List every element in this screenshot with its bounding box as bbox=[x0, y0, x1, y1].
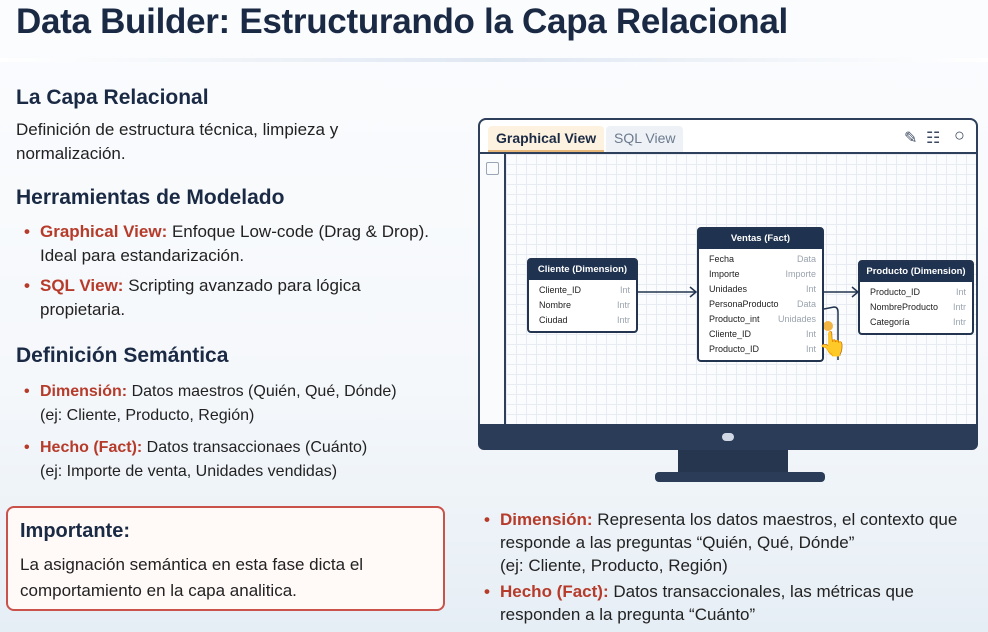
list-item: Graphical View: Enfoque Low-code (Drag &… bbox=[16, 220, 446, 268]
column-name: Unidades bbox=[709, 284, 748, 294]
column-name: Categoría bbox=[870, 317, 910, 327]
column-name: PersonaProducto bbox=[709, 299, 779, 309]
item-text: Enfoque Low-code (Drag & Drop). Ideal pa… bbox=[40, 222, 429, 265]
section-heading: Definición Semántica bbox=[16, 344, 229, 367]
table-row[interactable]: Cliente_ID Int bbox=[529, 283, 636, 298]
list-item: Dimensión: Datos maestros (Quién, Qué, D… bbox=[16, 380, 456, 428]
column-name: NombreProducto bbox=[870, 302, 939, 312]
list-item: Hecho (Fact): Datos transaccionaes (Cuán… bbox=[16, 436, 456, 484]
section-text: Definición de estructura técnica, limpie… bbox=[16, 120, 339, 163]
item-sub: (ej: Importe de venta, Unidades vendidas… bbox=[40, 463, 338, 480]
title-divider bbox=[0, 58, 988, 62]
column-name: Fecha bbox=[709, 254, 735, 264]
item-text: Scripting avanzado para lógica propietar… bbox=[40, 276, 361, 319]
item-sub: (ej: Cliente, Producto, Región) bbox=[500, 556, 728, 575]
list-item: Hecho (Fact): Datos transaccionales, las… bbox=[476, 580, 966, 626]
column-name: Ciudad bbox=[539, 315, 568, 325]
item-sub: (ej: Cliente, Producto, Región) bbox=[40, 407, 255, 424]
table-row[interactable]: Cliente_ID Int bbox=[699, 327, 822, 342]
monitor-base bbox=[655, 472, 825, 482]
checkbox[interactable] bbox=[486, 162, 499, 175]
monitor-indicator bbox=[722, 433, 734, 441]
table-row[interactable]: Ciudad Intr bbox=[529, 313, 636, 328]
table-row[interactable]: NombreProducto Intr bbox=[860, 300, 972, 315]
item-text: Datos maestros (Quién, Qué, Dónde) bbox=[127, 383, 397, 400]
monitor-stand bbox=[678, 450, 788, 474]
column-type: Int bbox=[955, 287, 966, 297]
hand-cursor-icon: 👆 bbox=[818, 331, 848, 358]
item-label: Dimensión: bbox=[40, 383, 128, 400]
table-row[interactable]: Fecha Data bbox=[699, 252, 822, 267]
item-label: Hecho (Fact): bbox=[40, 439, 143, 456]
column-type: Importe bbox=[785, 269, 816, 279]
tab-graphical-view[interactable]: Graphical View bbox=[488, 126, 605, 152]
column-type: Int bbox=[805, 329, 816, 339]
column-type: Intr bbox=[616, 300, 630, 310]
important-callout: Importante: La asignación semántica en e… bbox=[6, 506, 445, 611]
list-item: SQL View: Scripting avanzado para lógica… bbox=[16, 274, 436, 322]
table-row[interactable]: Producto_ID Int bbox=[699, 342, 822, 357]
item-label: Dimensión: bbox=[500, 510, 593, 529]
column-type: Int bbox=[619, 285, 630, 295]
column-name: Cliente_ID bbox=[709, 329, 752, 339]
column-type: Unidades bbox=[777, 314, 816, 324]
column-name: Producto_ID bbox=[709, 344, 760, 354]
column-type: Data bbox=[796, 299, 816, 309]
sidebar bbox=[480, 154, 506, 426]
callout-text: La asignación semántica en esta fase dic… bbox=[20, 555, 364, 600]
pencil-icon[interactable]: ✎ bbox=[904, 130, 918, 147]
item-text: Datos transaccionales, las métricas que … bbox=[500, 582, 914, 624]
table-row[interactable]: Producto_ID Int bbox=[860, 285, 972, 300]
item-label: Hecho (Fact): bbox=[500, 582, 609, 601]
column-name: Cliente_ID bbox=[539, 285, 582, 295]
column-name: Nombre bbox=[539, 300, 572, 310]
column-name: Producto_int bbox=[709, 314, 760, 324]
circle-icon[interactable]: ○ bbox=[954, 125, 965, 145]
table-row[interactable]: PersonaProducto Data bbox=[699, 297, 822, 312]
item-label: Graphical View: bbox=[40, 222, 168, 241]
column-type: Intr bbox=[952, 317, 966, 327]
table-header: Producto (Dimension) bbox=[860, 262, 972, 282]
table-row[interactable]: Unidades Int bbox=[699, 282, 822, 297]
section-heading: Herramientas de Modelado bbox=[16, 186, 285, 209]
list-item: Dimensión: Representa los datos maestros… bbox=[476, 508, 976, 577]
column-type: Intr bbox=[616, 315, 630, 325]
table-row[interactable]: Importe Importe bbox=[699, 267, 822, 282]
tab-sql-view[interactable]: SQL View bbox=[606, 126, 684, 152]
section-heading: La Capa Relacional bbox=[16, 86, 209, 109]
list-icon[interactable]: ☷ bbox=[926, 130, 941, 147]
table-row[interactable]: Categoría Intr bbox=[860, 315, 972, 330]
callout-heading: Importante: bbox=[20, 520, 130, 542]
item-text: Representa los datos maestros, el contex… bbox=[500, 510, 958, 552]
toolbar-divider bbox=[480, 152, 976, 154]
page-title: Data Builder: Estructurando la Capa Rela… bbox=[16, 2, 788, 41]
table-row[interactable]: Producto_int Unidades bbox=[699, 312, 822, 327]
column-type: Int bbox=[805, 284, 816, 294]
table-row[interactable]: Nombre Intr bbox=[529, 298, 636, 313]
column-type: Data bbox=[796, 254, 816, 264]
app-window: Graphical View SQL View ✎ ☷ ○ Cliente (D… bbox=[478, 118, 978, 426]
column-name: Importe bbox=[709, 269, 740, 279]
column-type: Int bbox=[805, 344, 816, 354]
table-header: Cliente (Dimension) bbox=[529, 260, 636, 280]
item-label: SQL View: bbox=[40, 276, 124, 295]
table-header: Ventas (Fact) bbox=[699, 229, 822, 249]
column-type: Intr bbox=[952, 302, 966, 312]
column-name: Producto_ID bbox=[870, 287, 921, 297]
relationship-lines bbox=[638, 286, 860, 360]
item-text: Datos transaccionaes (Cuánto) bbox=[142, 439, 368, 456]
